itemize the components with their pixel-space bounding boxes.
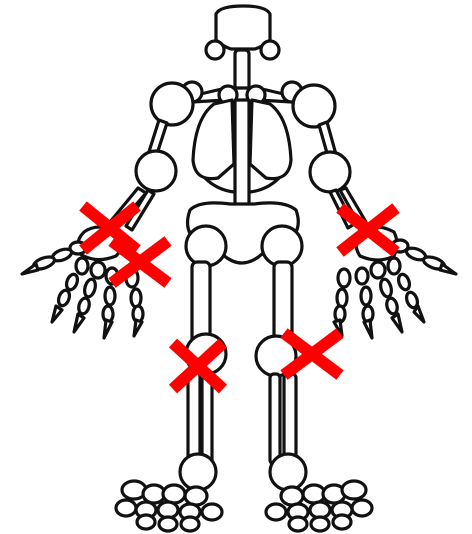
pelvis [186,203,302,266]
spine [235,50,249,218]
right-hand-x-marker [112,241,168,283]
left-leg [256,262,306,490]
